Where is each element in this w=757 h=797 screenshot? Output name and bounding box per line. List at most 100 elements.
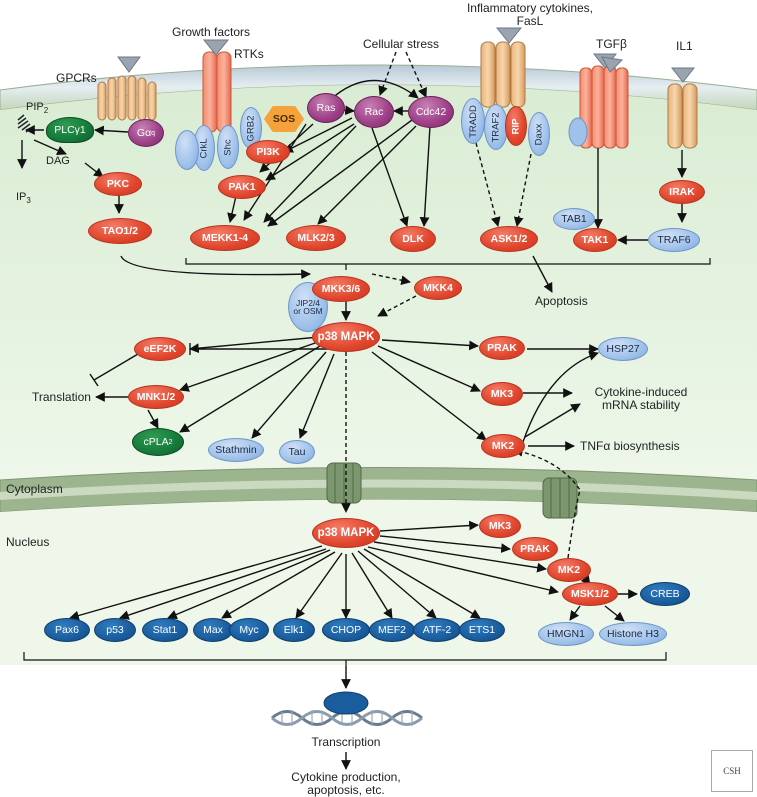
node-rac: Rac [354,96,394,128]
pip2-text: PIP [26,101,44,113]
label-inflammatory-line1: Inflammatory cytokines, [466,1,594,15]
gaq-text: Gα [136,127,152,139]
node-mk2-nuc: MK2 [547,558,591,582]
label-cellular-stress: Cellular stress [363,37,440,51]
label-il1: IL1 [676,39,693,53]
node-shc: Shc [217,125,239,169]
label-tnfa: TNFα biosynthesis [580,439,680,453]
jip-text: JIP2/4 or OSM [293,297,323,316]
cytoplasm-region [0,85,757,480]
node-cdc42: Cdc42 [408,96,454,128]
traf2-text: TRAF2 [490,111,502,143]
node-mekk14: MEKK1-4 [190,225,260,251]
label-ip3: IP3 [16,191,31,206]
label-outcome-line2: apoptosis, etc. [307,782,385,797]
gaq-subscript: q [151,129,156,137]
label-translation: Translation [32,390,91,404]
node-msk12: MSK1/2 [562,582,618,606]
node-mkk36: MKK3/6 [312,276,370,302]
dna-helix [271,691,423,726]
node-traf6: TRAF6 [648,228,700,252]
label-cytoplasm: Cytoplasm [6,482,63,496]
tradd-text: TRADD [467,104,479,138]
arrows [17,79,687,770]
csh-perspectives-logo: CSH [711,750,753,792]
label-nucleus: Nucleus [6,535,50,549]
node-irak: IRAK [659,180,705,204]
node-stat1: Stat1 [142,618,188,642]
label-outcome: Cytokine production, apoptosis, etc. [266,771,426,796]
node-ras: Ras [307,93,345,123]
node-tao12: TAO1/2 [88,218,152,244]
label-dag: DAG [46,155,70,167]
ip3-text: IP [16,191,27,203]
node-prak-cyto: PRAK [479,336,525,360]
label-transcription: Transcription [311,735,381,749]
tgfb-receptor [568,53,629,149]
rtk-receptor [202,39,232,133]
node-p38-cyto: p38 MAPK [312,322,380,352]
rip-text: RIP [510,118,522,134]
node-dlk: DLK [390,226,436,252]
label-cytokine-mrna-line2: mRNA stability [601,397,681,412]
node-hsp27: HSP27 [598,337,648,361]
gpcr-receptor [97,56,157,121]
node-plcg1: PLCγ1 [46,117,94,143]
node-hmgn1: HMGN1 [538,622,594,646]
daxx-text: Daxx [533,123,545,145]
pip2-subscript: 2 [43,106,49,116]
death-receptor [480,27,526,108]
node-mnk12: MNK1/2 [128,385,184,409]
node-tradd: TRADD [461,98,485,144]
label-outcome-line1: Cytokine production, [291,770,401,784]
node-creb: CREB [640,582,690,606]
node-tau: Tau [279,440,315,464]
label-inflammatory-line2: FasL [516,13,544,28]
node-pi3k: PI3K [246,140,290,164]
node-pkc: PKC [94,172,142,196]
node-ets1: ETS1 [459,618,505,642]
label-inflammatory: Inflammatory cytokines, FasL [455,2,605,27]
node-atf2: ATF-2 [413,618,461,642]
label-pip2: PIP2 [26,101,49,116]
node-rip: RIP [505,106,527,146]
node-chop: CHOP [322,618,370,642]
node-myc: Myc [229,618,269,642]
label-growth-factors: Growth factors [172,25,251,39]
node-mef2: MEF2 [369,618,415,642]
cpla2-subscript: 2 [168,438,173,446]
ip3-subscript: 3 [26,196,31,206]
il1-receptor [667,67,698,149]
node-mk3-cyto: MK3 [481,382,523,406]
node-ask12: ASK1/2 [480,226,538,252]
node-eef2k: eEF2K [134,337,186,361]
node-histone-h3: Histone H3 [599,622,667,646]
node-pak1: PAK1 [218,175,266,199]
node-elk1: Elk1 [273,618,315,642]
node-stathmin: Stathmin [208,438,264,462]
node-crkl-base [175,130,199,170]
node-mlk23: MLK2/3 [286,225,346,251]
node-tak1: TAK1 [573,228,617,252]
node-daxx: Daxx [528,112,550,156]
cpla2-text: cPLA [143,436,169,448]
nuclear-pore-2 [542,477,578,519]
nuclear-pore-1 [326,462,362,504]
shc-text: Shc [222,138,234,156]
label-gpcrs: GPCRs [56,71,97,85]
node-prak-nuc: PRAK [512,537,558,561]
label-cytokine-mrna: Cytokine-induced mRNA stability [576,386,706,411]
node-p53: p53 [94,618,136,642]
node-mkk4: MKK4 [414,276,462,300]
node-max: Max [193,618,233,642]
label-apoptosis: Apoptosis [535,294,588,308]
label-rtks: RTKs [234,47,264,61]
label-tgfb: TGFβ [596,37,627,51]
node-mk2-cyto: MK2 [481,434,525,458]
logo-mark: CSH [723,766,741,776]
node-pax6: Pax6 [44,618,90,642]
